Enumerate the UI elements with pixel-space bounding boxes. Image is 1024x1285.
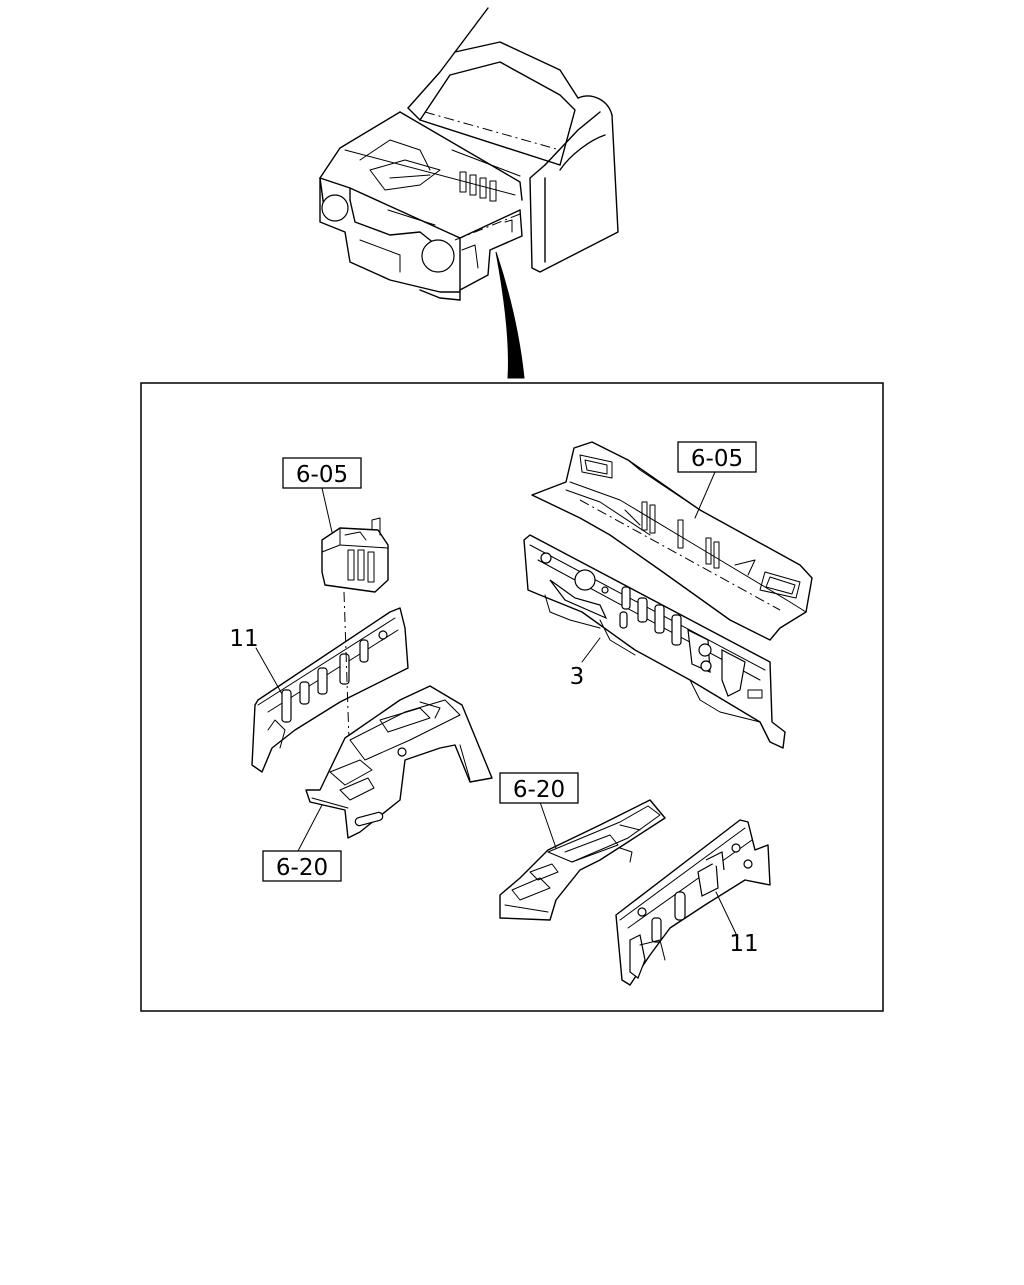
callout-text-605-left: 6-05 xyxy=(296,462,348,488)
part-number-11-left: 11 xyxy=(229,626,258,652)
callout-text-605-right: 6-05 xyxy=(691,446,743,472)
callout-label-620-right: 6-20 xyxy=(499,772,579,804)
leader-lines xyxy=(255,471,739,939)
part-number-3: 3 xyxy=(570,664,585,690)
callout-text-620-left: 6-20 xyxy=(276,855,328,881)
part-number-11-right: 11 xyxy=(729,931,758,957)
callout-label-605-right: 6-05 xyxy=(677,441,757,473)
cowl-top-panel xyxy=(531,441,813,641)
detail-frame xyxy=(140,382,884,1012)
callout-label-605-left: 6-05 xyxy=(282,457,362,489)
callout-pointer xyxy=(495,251,525,379)
left-wheelhouse-panel xyxy=(305,685,493,839)
callout-text-620-right: 6-20 xyxy=(513,777,565,803)
upper-bracket xyxy=(321,517,389,593)
dash-panel-3 xyxy=(523,534,786,749)
right-wheelhouse-panel xyxy=(499,799,666,921)
right-side-rail-11 xyxy=(615,819,771,986)
callout-label-620-left: 6-20 xyxy=(262,850,342,882)
left-side-rail-11 xyxy=(251,607,409,773)
vehicle-overview xyxy=(319,7,619,301)
